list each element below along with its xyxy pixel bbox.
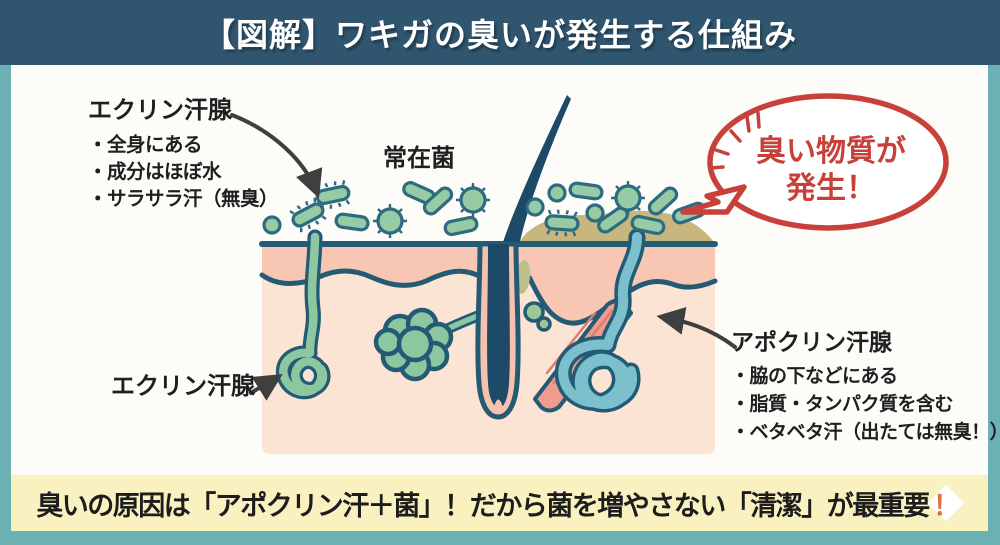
conclusion-banner: 臭いの原因は「アポクリン汗＋菌」！だから菌を増やさない「清潔」が最重要！	[11, 475, 988, 531]
sebum-drips	[515, 260, 552, 332]
speech-bubble-text: 臭い物質が 発生！	[711, 133, 951, 207]
eccrine-gland	[276, 229, 331, 400]
bubble-line-1: 臭い物質が	[756, 135, 906, 168]
resident-bacteria-label: 常在菌	[383, 145, 455, 172]
diagram-card: エクリン汗腺 ・全身にある ・成分はほぼ水 ・サラサラ汗（無臭） 常在菌 臭い物…	[11, 65, 1000, 475]
eccrine-top-label: エクリン汗腺 ・全身にある ・成分はほぼ水 ・サラサラ汗（無臭）	[88, 97, 279, 213]
bacteria-group	[262, 177, 708, 240]
header-bar: 【図解】ワキガの臭いが発生する仕組み	[0, 0, 1000, 65]
skin-diagram-illustration	[230, 93, 949, 454]
apocrine-bullet-1: ・脇の下などにある	[731, 365, 898, 387]
highlight-exclamation: ！	[927, 484, 965, 523]
emphasis-sparks	[709, 111, 761, 170]
apocrine-bullet-2: ・脂質・タンパク質を含む	[731, 393, 954, 415]
conclusion-main: 臭いの原因は「アポクリン汗＋菌」！だから菌を増やさない「清潔」が最重要	[36, 490, 930, 521]
hair-shaft	[503, 95, 571, 242]
apocrine-bullet-3: ・ベタベタ汗（出たては無臭！）	[731, 421, 1000, 443]
bubble-line-2: 発生！	[786, 172, 876, 205]
hair-follicle	[475, 241, 521, 420]
conclusion-text: 臭いの原因は「アポクリン汗＋菌」！だから菌を増やさない「清潔」が最重要！	[36, 484, 965, 523]
eccrine-bullet-1: ・全身にある	[88, 133, 203, 156]
eccrine-bullet-2: ・成分はほぼ水	[88, 160, 222, 183]
page-title: 【図解】ワキガの臭いが発生する仕組み	[202, 16, 797, 53]
eccrine-bullet-3: ・サラサラ汗（無臭）	[88, 187, 279, 210]
apocrine-gland	[554, 228, 646, 413]
apocrine-label: アポクリン汗腺 ・脇の下などにある ・脂質・タンパク質を含む ・ベタベタ汗（出た…	[731, 329, 1000, 447]
eccrine-bottom-label: エクリン汗腺	[111, 373, 255, 400]
apocrine-heading: アポクリン汗腺	[731, 329, 892, 355]
speech-bubble	[680, 93, 949, 231]
pointer-arrows	[230, 113, 737, 401]
eccrine-top-heading: エクリン汗腺	[88, 97, 232, 124]
